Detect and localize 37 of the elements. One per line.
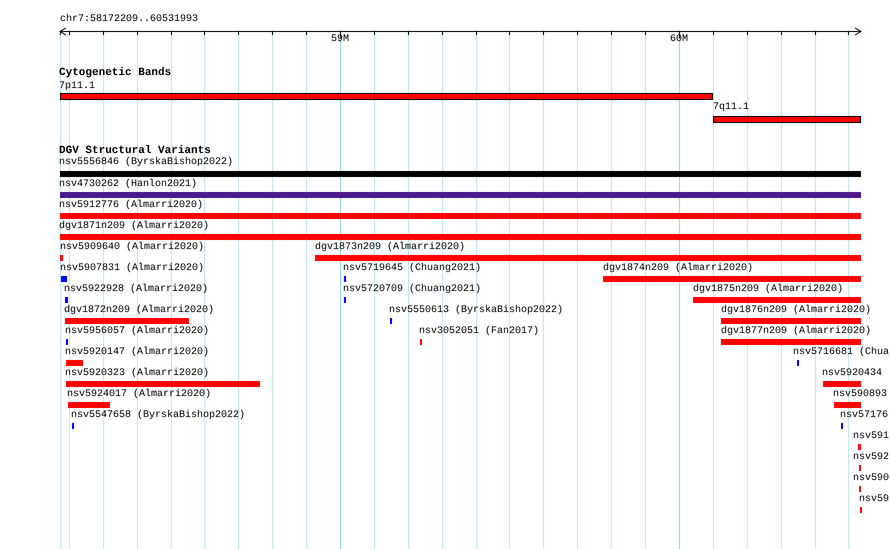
feature-label: nsv592 — [852, 452, 889, 464]
feature-label: nsv5924017 (Almarri2020) — [67, 389, 212, 401]
feature-label: 7q11.1 — [713, 102, 750, 114]
feature-label: dgv1874n209 (Almarri2020) — [603, 263, 754, 275]
region-label: chr7:58172209..60531993 — [60, 14, 198, 26]
feature-label: nsv591 — [852, 431, 889, 443]
feature-label: dgv1876n209 (Almarri2020) — [721, 305, 872, 317]
feature-label: nsv5716681 (Chua — [792, 347, 889, 359]
feature-label: nsv5922928 (Almarri2020) — [64, 284, 208, 296]
feature-label: dgv1877n209 (Almarri2020) — [721, 326, 872, 338]
feature-label: nsv3052051 (Fan2017) — [419, 326, 540, 338]
feature-label: nsv5907831 (Almarri2020) — [60, 263, 204, 275]
feature-label: nsv5920147 (Almarri2020) — [65, 347, 210, 359]
feature-label: nsv5920434 — [822, 368, 882, 380]
feature-label: dgv1873n209 (Almarri2020) — [315, 242, 466, 254]
feature-label: nsv5556846 (ByrskaBishop2022) — [59, 157, 234, 169]
tick-label: 59M — [331, 34, 350, 46]
feature-label: nsv5720709 (Chuang2021) — [343, 284, 482, 296]
feature-label: 7p11.1 — [59, 81, 96, 93]
tick-label: 60M — [670, 34, 688, 46]
feature-label: nsv4730262 (Hanlon2021) — [59, 179, 198, 191]
feature-label: nsv57176 — [840, 410, 888, 422]
feature-label: nsv590893 — [833, 389, 888, 401]
track-title: Cytogenetic Bands — [59, 67, 172, 79]
feature-label: nsv5547658 (ByrskaBishop2022) — [71, 410, 246, 422]
feature-label: nsv5912776 (Almarri2020) — [59, 200, 204, 212]
feature-label: nsv5920323 (Almarri2020) — [65, 368, 210, 380]
feature-label: nsv5909640 (Almarri2020) — [60, 242, 204, 254]
feature-label: nsv5719645 (Chuang2021) — [343, 263, 482, 275]
feature-label: nsv5550613 (ByrskaBishop2022) — [389, 305, 564, 317]
feature-label: nsv59 — [858, 494, 889, 506]
feature-label: dgv1871n209 (Almarri2020) — [59, 221, 210, 233]
feature-label: dgv1872n209 (Almarri2020) — [64, 305, 214, 317]
feature-label: dgv1875n209 (Almarri2020) — [693, 284, 844, 296]
feature-label: nsv590 — [852, 473, 889, 485]
track-title: DGV Structural Variants — [59, 145, 211, 157]
feature-label: nsv5956057 (Almarri2020) — [65, 326, 210, 338]
